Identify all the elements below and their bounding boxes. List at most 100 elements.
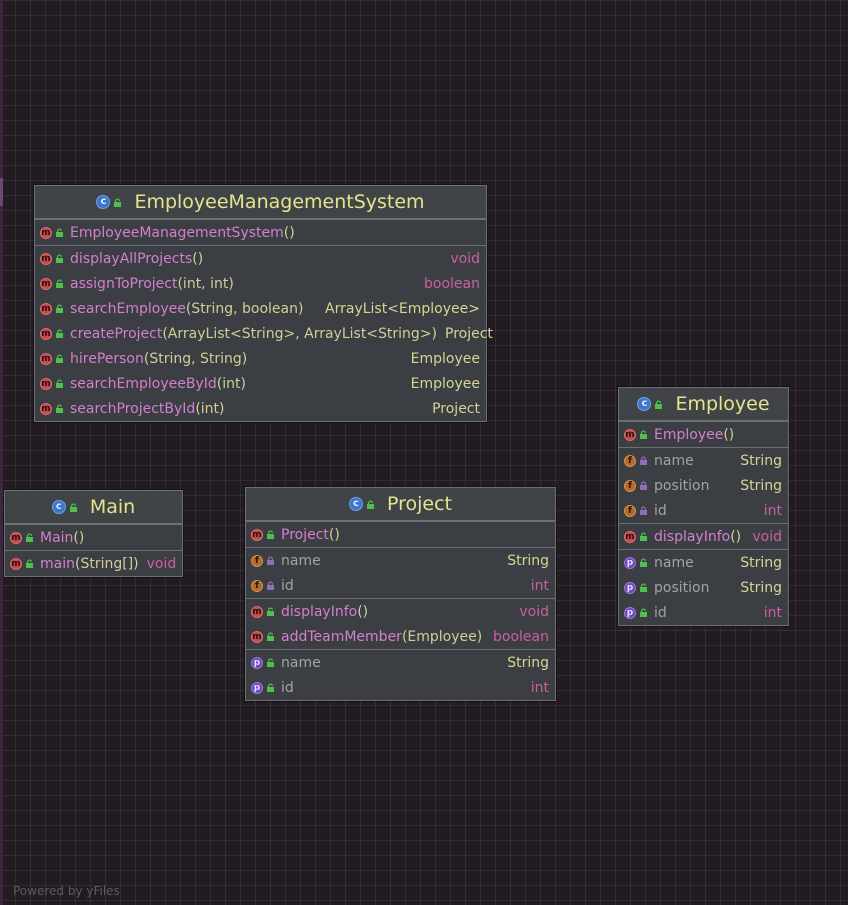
member-name: displayInfo xyxy=(281,603,358,620)
methods-section: m main(String[]) void xyxy=(5,550,182,576)
member-name: name xyxy=(281,654,321,671)
member-name: id xyxy=(654,502,667,519)
member-type: boolean xyxy=(493,628,549,645)
member-row[interactable]: p position String xyxy=(619,575,788,600)
member-type: String xyxy=(507,552,549,569)
member-name: createProject xyxy=(70,325,163,342)
method-icon: m xyxy=(40,302,52,315)
public-icon xyxy=(266,530,275,539)
public-icon xyxy=(55,379,64,388)
member-params: () xyxy=(357,603,369,620)
member-params: () xyxy=(723,426,735,443)
member-type: void xyxy=(146,555,177,572)
member-params: () xyxy=(192,250,204,267)
member-name: name xyxy=(281,552,321,569)
field-icon: f xyxy=(251,554,263,567)
member-name: searchEmployee xyxy=(70,300,186,317)
member-row[interactable]: m displayAllProjects() void xyxy=(35,246,486,271)
public-icon xyxy=(55,329,64,338)
public-icon xyxy=(55,254,64,263)
member-row[interactable]: m Employee() xyxy=(619,422,788,447)
member-name: Main xyxy=(40,529,74,546)
member-type: int xyxy=(763,604,782,621)
member-type: Project xyxy=(432,400,480,417)
public-icon xyxy=(55,279,64,288)
member-row[interactable]: m searchEmployeeById(int) Employee xyxy=(35,371,486,396)
class-project[interactable]: c Project m Project() f name String f id… xyxy=(245,487,556,701)
public-icon xyxy=(639,532,648,541)
methods-section: m displayInfo() void xyxy=(619,523,788,549)
member-params: (ArrayList<String>, ArrayList<String>) xyxy=(162,325,438,342)
member-name: addTeamMember xyxy=(281,628,402,645)
public-icon xyxy=(113,198,122,207)
class-title: EmployeeManagementSystem xyxy=(134,191,425,213)
method-icon: m xyxy=(251,630,263,643)
member-name: Employee xyxy=(654,426,724,443)
member-row[interactable]: p id int xyxy=(619,600,788,625)
public-icon xyxy=(639,583,648,592)
member-row[interactable]: f id int xyxy=(619,498,788,523)
method-icon: m xyxy=(40,352,52,365)
member-name: name xyxy=(654,554,694,571)
member-params: () xyxy=(730,528,742,545)
member-row[interactable]: m searchEmployee(String, boolean) ArrayL… xyxy=(35,296,486,321)
class-title: Project xyxy=(386,493,452,515)
method-icon: m xyxy=(624,530,636,543)
member-type: String xyxy=(740,477,782,494)
member-name: assignToProject xyxy=(70,275,178,292)
member-row[interactable]: m Main() xyxy=(5,525,182,550)
member-params: () xyxy=(283,224,295,241)
class-employee[interactable]: c Employee m Employee() f name String f … xyxy=(618,387,789,626)
member-row[interactable]: m hirePerson(String, String) Employee xyxy=(35,346,486,371)
member-row[interactable]: m main(String[]) void xyxy=(5,551,182,576)
member-row[interactable]: p id int xyxy=(246,675,555,700)
public-icon xyxy=(654,400,663,409)
member-name: searchProjectById xyxy=(70,400,196,417)
method-icon: m xyxy=(40,252,52,265)
method-icon: m xyxy=(40,402,52,415)
method-icon: m xyxy=(251,605,263,618)
member-name: main xyxy=(40,555,75,572)
member-name: position xyxy=(654,477,710,494)
member-row[interactable]: m createProject(ArrayList<String>, Array… xyxy=(35,321,493,346)
member-row[interactable]: p name String xyxy=(619,550,788,575)
field-icon: f xyxy=(624,454,636,467)
class-header: c EmployeeManagementSystem xyxy=(35,186,486,219)
member-row[interactable]: m displayInfo() void xyxy=(246,599,555,624)
public-icon xyxy=(266,658,275,667)
member-row[interactable]: f position String xyxy=(619,473,788,498)
member-name: displayInfo xyxy=(654,528,731,545)
member-params: (int) xyxy=(195,400,225,417)
member-row[interactable]: m Project() xyxy=(246,522,555,547)
member-row[interactable]: f name String xyxy=(246,548,555,573)
constructors-section: m Project() xyxy=(246,521,555,547)
member-row[interactable]: m searchProjectById(int) Project xyxy=(35,396,486,421)
member-name: id xyxy=(281,577,294,594)
class-employee-management-system[interactable]: c EmployeeManagementSystem m EmployeeMan… xyxy=(34,185,493,422)
member-name: hirePerson xyxy=(70,350,144,367)
member-type: String xyxy=(507,654,549,671)
method-icon: m xyxy=(10,531,22,544)
fields-section: f name String f position String f id int xyxy=(619,447,788,523)
window-edge-strip xyxy=(0,0,3,905)
member-params: () xyxy=(73,529,85,546)
method-icon: m xyxy=(40,377,52,390)
member-row[interactable]: p name String xyxy=(246,650,555,675)
field-icon: f xyxy=(251,579,263,592)
member-row[interactable]: m displayInfo() void xyxy=(619,524,788,549)
method-icon: m xyxy=(40,277,52,290)
class-main[interactable]: c Main m Main() m main(String[]) void xyxy=(4,490,183,577)
member-row[interactable]: m assignToProject(int, int) boolean xyxy=(35,271,486,296)
method-icon: m xyxy=(40,226,52,239)
member-row[interactable]: m EmployeeManagementSystem() xyxy=(35,220,486,245)
member-row[interactable]: f id int xyxy=(246,573,555,598)
public-icon xyxy=(639,430,648,439)
member-type: void xyxy=(752,528,782,545)
fields-section: f name String f id int xyxy=(246,547,555,598)
member-type: String xyxy=(740,452,782,469)
member-row[interactable]: m addTeamMember(Employee) boolean xyxy=(246,624,555,649)
member-name: position xyxy=(654,579,710,596)
member-row[interactable]: f name String xyxy=(619,448,788,473)
private-lock-icon xyxy=(266,581,275,590)
member-type: void xyxy=(450,250,480,267)
